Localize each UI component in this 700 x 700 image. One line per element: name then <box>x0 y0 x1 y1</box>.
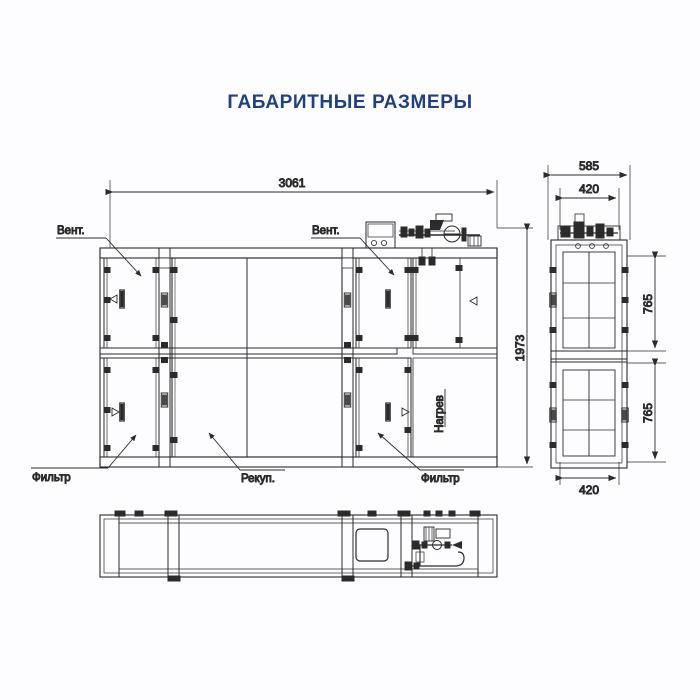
dimension-depth-585 <box>543 165 631 240</box>
dimension-value-765-lower: 765 <box>641 403 655 423</box>
leader-filter-left <box>31 434 137 469</box>
dimension-height-1973 <box>497 223 533 468</box>
dimension-value-1973: 1973 <box>513 334 527 361</box>
plan-pipework <box>404 526 465 571</box>
side-view-equipment <box>557 213 621 249</box>
label-filter-right: Фильтр <box>421 473 460 485</box>
dimension-value-765-upper: 765 <box>641 294 655 314</box>
leader-recup <box>208 432 285 471</box>
section-fan-upper-right <box>355 257 412 349</box>
dimension-value-420-bottom: 420 <box>579 483 599 497</box>
dimension-depth-420-top <box>555 188 620 230</box>
label-vent-right: Вент. <box>312 225 340 237</box>
leader-filter-right <box>377 432 464 471</box>
side-view-body <box>549 239 629 469</box>
dimension-value-3061: 3061 <box>279 176 306 190</box>
label-recup: Рекуп. <box>241 473 275 485</box>
dimension-765-lower <box>627 358 666 463</box>
leader-vent-left <box>56 237 142 277</box>
dimension-length-3061 <box>105 180 498 248</box>
dimension-765-upper <box>627 251 666 352</box>
section-heater-lower <box>412 357 497 457</box>
leader-vent-right <box>311 237 395 276</box>
dimension-value-585: 585 <box>579 159 599 173</box>
page-title: ГАБАРИТНЫЕ РАЗМЕРЫ <box>227 92 473 113</box>
plan-view <box>99 510 498 582</box>
label-heater: Нагрев <box>434 395 446 433</box>
label-vent-left: Вент. <box>57 225 85 237</box>
section-filter-lower-right <box>355 357 412 458</box>
frame-post-2 <box>158 248 171 467</box>
control-box <box>365 221 396 249</box>
section-filter-lower-left <box>103 357 160 458</box>
pipework-assembly <box>399 213 482 247</box>
dimension-depth-420-bottom <box>555 462 620 485</box>
section-heater <box>411 257 498 355</box>
label-filter-left: Фильтр <box>32 472 71 484</box>
frame-post-3 <box>341 248 354 467</box>
heater-valve-detail <box>418 248 436 266</box>
section-fan-upper-left <box>103 257 160 349</box>
dimension-value-420-top: 420 <box>579 182 599 196</box>
front-view-body <box>99 247 498 468</box>
